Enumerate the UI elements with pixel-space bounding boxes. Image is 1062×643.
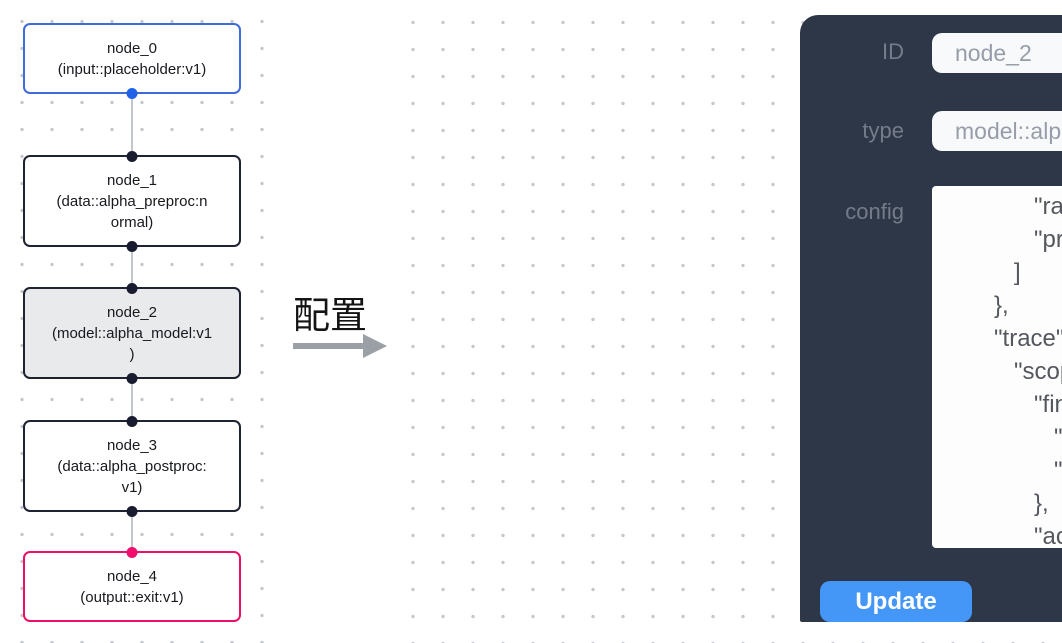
edge-node3-node4 <box>131 512 133 551</box>
node-label: node_4 (output::exit:v1) <box>80 567 184 606</box>
flow-node-node_2-selected[interactable]: node_2 (model::alpha_model:v1 ) <box>23 282 241 384</box>
output-port[interactable] <box>126 87 138 99</box>
output-port[interactable] <box>126 240 138 252</box>
id-label: ID <box>882 39 904 64</box>
inspector-panel: ID type config "raw_action", "pred" ] },… <box>800 15 1062 622</box>
input-port[interactable] <box>126 150 138 162</box>
right-arrow-icon <box>293 334 387 358</box>
node-label: node_2 (model::alpha_model:v1 ) <box>51 303 213 363</box>
node-label: node_3 (data::alpha_postproc: v1) <box>57 436 207 496</box>
config-label: config <box>845 199 904 224</box>
input-port[interactable] <box>126 415 138 427</box>
type-input[interactable] <box>932 111 1062 151</box>
node-label: node_0 (input::placeholder:v1) <box>57 39 207 78</box>
edge-node2-node3 <box>131 379 133 420</box>
id-input[interactable] <box>932 33 1062 73</box>
flow-node-node_1[interactable]: node_1 (data::alpha_preproc:n ormal) <box>23 150 241 252</box>
edge-node1-node2 <box>131 247 133 287</box>
input-port[interactable] <box>126 546 138 558</box>
transition-label: 配置 <box>293 295 367 336</box>
flow-canvas: node_0 (input::placeholder:v1) node_1 (d… <box>0 0 272 643</box>
config-textarea[interactable]: "raw_action", "pred" ] }, "trace": { "sc… <box>932 186 1062 548</box>
config-json-text[interactable]: "raw_action", "pred" ] }, "trace": { "sc… <box>994 193 1062 548</box>
inspector-canvas: ID type config "raw_action", "pred" ] },… <box>392 0 1062 643</box>
output-port[interactable] <box>126 372 138 384</box>
flow-node-node_3[interactable]: node_3 (data::alpha_postproc: v1) <box>23 415 241 517</box>
type-label: type <box>862 118 904 143</box>
flow-node-node_4[interactable]: node_4 (output::exit:v1) <box>23 546 241 622</box>
output-port[interactable] <box>126 505 138 517</box>
edge-node0-node1 <box>131 94 133 155</box>
update-button[interactable]: Update <box>820 581 972 622</box>
flow-node-node_0[interactable]: node_0 (input::placeholder:v1) <box>23 23 241 99</box>
node-label: node_1 (data::alpha_preproc:n ormal) <box>56 171 208 231</box>
input-port[interactable] <box>126 282 138 294</box>
